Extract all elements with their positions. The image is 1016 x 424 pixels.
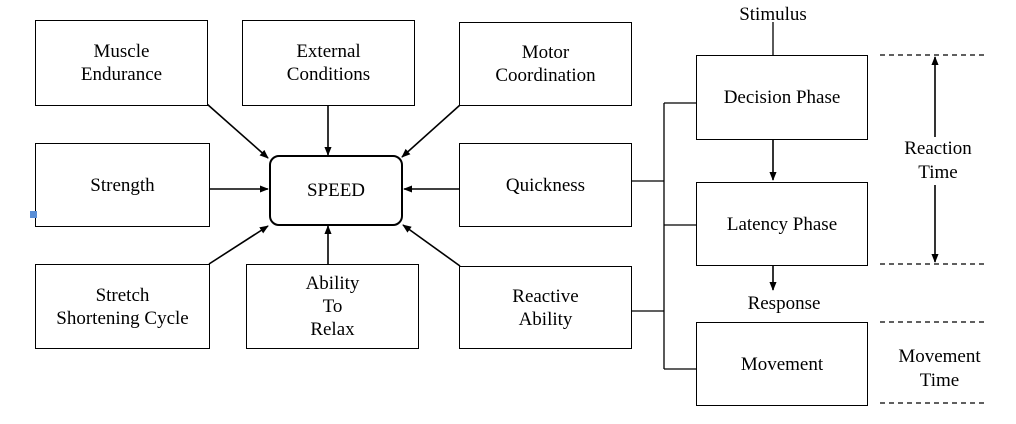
latency-phase-label: Latency Phase <box>726 213 838 235</box>
ability-to-relax-box: Ability To Relax <box>246 264 419 349</box>
arrow-stretch-shortening <box>208 225 269 265</box>
motor-coordination-label: Motor Coordination <box>495 42 596 86</box>
stimulus-label: Stimulus <box>739 4 807 25</box>
movement-time-label: Movement Time <box>898 346 981 391</box>
movement-label: Movement <box>740 353 824 375</box>
speed-box: SPEED <box>269 155 403 226</box>
speed-label: SPEED <box>306 180 366 201</box>
decision-phase-label: Decision Phase <box>723 87 841 108</box>
reactive-ability-label: Reactive Ability <box>512 285 579 330</box>
strength-box: Strength <box>35 143 210 227</box>
quickness-box: Quickness <box>459 143 632 227</box>
reaction-time-label: Reaction Time <box>888 137 988 185</box>
external-conditions-box: External Conditions <box>242 20 415 106</box>
motor-coordination-box: Motor Coordination <box>459 22 632 106</box>
selection-handle[interactable] <box>30 211 37 218</box>
arrow-reactive-ability <box>402 224 461 267</box>
strength-label: Strength <box>90 174 155 196</box>
quickness-label: Quickness <box>505 174 586 196</box>
ability-to-relax-label: Ability To Relax <box>305 273 360 340</box>
latency-phase-box: Latency Phase <box>696 182 868 266</box>
decision-phase-box: Decision Phase <box>696 55 868 140</box>
external-conditions-label: External Conditions <box>286 41 371 85</box>
response-label: Response <box>747 293 821 314</box>
stretch-shortening-box: Stretch Shortening Cycle <box>35 264 210 349</box>
arrow-motor-coordination <box>401 104 461 158</box>
movement-box: Movement <box>696 322 868 406</box>
arrow-muscle-endurance <box>206 103 269 159</box>
muscle-endurance-label: Muscle Endurance <box>80 41 163 85</box>
muscle-endurance-box: Muscle Endurance <box>35 20 208 106</box>
reactive-ability-box: Reactive Ability <box>459 266 632 349</box>
stretch-shortening-label: Stretch Shortening Cycle <box>56 284 189 329</box>
